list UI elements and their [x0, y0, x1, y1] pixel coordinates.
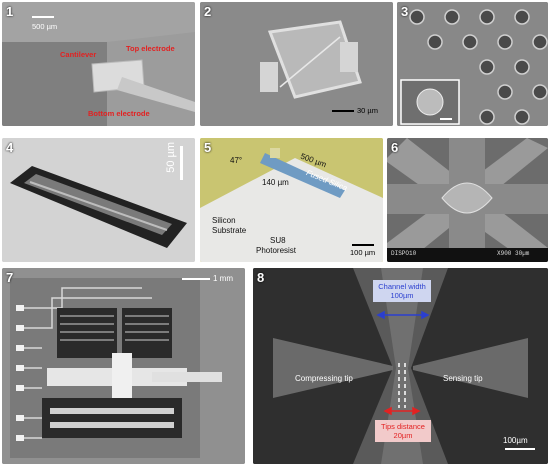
panel-6-number: 6 [391, 140, 399, 155]
panel-5: 5 47° 500 µm 140 µm Fused Silica Silicon… [200, 138, 383, 262]
panel-5-scale-label: 100 µm [350, 248, 376, 257]
panel-8-channel-width-line2: 100µm [390, 291, 414, 300]
panel-1-bottom-electrode-label: Bottom electrode [88, 109, 150, 118]
panel-5-angle-label: 47° [230, 156, 243, 165]
panel-3: 3 [397, 2, 548, 126]
panel-7-number: 7 [6, 270, 14, 285]
panel-8-tips-distance-line2: 20µm [393, 431, 413, 440]
panel-7-scale-bar [182, 278, 210, 280]
panel-5-image [200, 138, 383, 262]
panel-5-substrate-line2: Substrate [212, 226, 247, 235]
panel-4-image [2, 138, 195, 262]
panel-4-scale-label: 50 µm [165, 142, 177, 173]
panel-8-compressing-tip-label: Compressing tip [295, 374, 353, 383]
panel-5-number: 5 [204, 140, 212, 155]
panel-2-scale-label: 30 µm [357, 106, 378, 115]
panel-1: 1 500 µm Cantilever Top electrode Bottom… [2, 2, 195, 126]
panel-2-image [200, 2, 393, 126]
panel-8-sensing-tip-label: Sensing tip [443, 374, 483, 383]
panel-7-scale-label: 1 mm [213, 274, 233, 283]
panel-5-substrate-line1: Silicon [212, 216, 236, 225]
panel-1-top-electrode-label: Top electrode [126, 44, 175, 53]
panel-6-caption-left: DISPO10 [391, 250, 417, 257]
panel-2-scale-bar [332, 110, 354, 112]
panel-5-scale-bar [352, 244, 374, 246]
panel-2-number: 2 [204, 4, 212, 19]
panel-1-cantilever-label: Cantilever [60, 50, 97, 59]
panel-3-number: 3 [401, 4, 409, 19]
panel-1-scale-label: 500 µm [32, 22, 58, 31]
panel-6: 6 DISPO10 X900 30µm [387, 138, 548, 262]
panel-7-image [2, 268, 245, 464]
panel-8: 8 Channel width 100µm Compressing tip Se… [253, 268, 548, 464]
panel-3-image [397, 2, 548, 126]
panel-4-scale-bar [180, 146, 183, 180]
panel-8-scale-bar [505, 448, 535, 450]
panel-6-caption-right: X900 30µm [497, 250, 530, 257]
panel-4-number: 4 [6, 140, 14, 155]
panel-1-scale-bar [32, 16, 54, 18]
panel-7: 7 1 mm [2, 268, 245, 464]
panel-4: 4 50 µm [2, 138, 195, 262]
panel-8-tips-distance-box: Tips distance 20µm [375, 420, 431, 442]
panel-8-channel-width-box: Channel width 100µm [373, 280, 431, 302]
panel-5-su8-label: SU8 [270, 236, 286, 245]
panel-1-number: 1 [6, 4, 14, 19]
panel-1-image [2, 2, 195, 126]
panel-5-photoresist-label: Photoresist [256, 246, 297, 255]
panel-8-tips-distance-line1: Tips distance [381, 422, 425, 431]
panel-2: 2 30 µm [200, 2, 393, 126]
panel-8-channel-width-line1: Channel width [378, 282, 426, 291]
panel-6-image [387, 138, 548, 262]
panel-8-scale-label: 100µm [503, 436, 528, 445]
panel-5-depth-label: 140 µm [262, 178, 289, 187]
panel-8-number: 8 [257, 270, 265, 285]
